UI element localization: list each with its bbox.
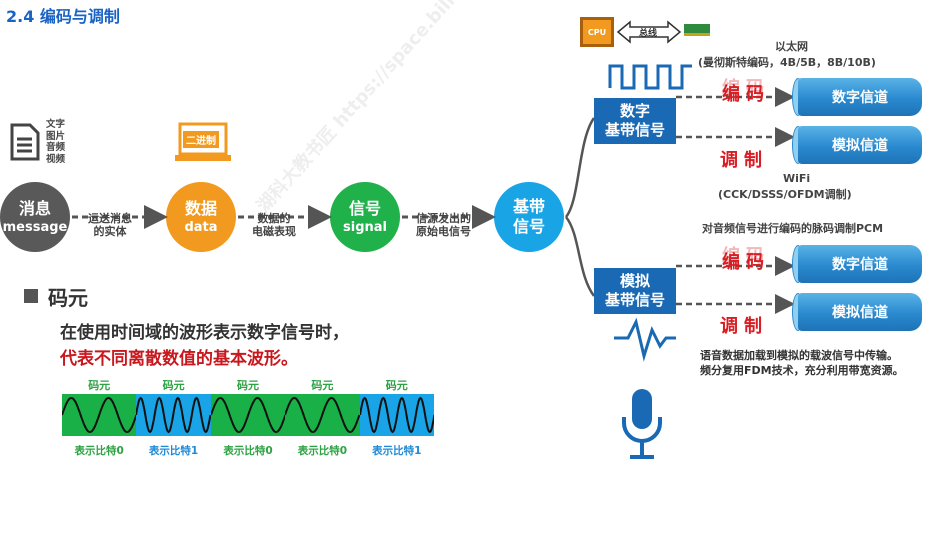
square-wave-icon [608, 64, 692, 90]
data-en: data [184, 219, 218, 235]
signal-zh: 信号 [348, 198, 381, 218]
analog-note: 语音数据加载到模拟的载波信号中传输。 频分复用FDM技术，充分利用带宽资源。 [700, 348, 904, 378]
digital-baseband-line1: 数字 [619, 102, 650, 120]
media-type-audio: 音频 [46, 142, 66, 153]
sine-wave [284, 396, 361, 434]
page-title: 2.4 编码与调制 [6, 7, 120, 26]
ram-icon [684, 24, 710, 36]
symbol-cell-title: 码元 [88, 379, 111, 392]
edge1-line2: 的实体 [93, 225, 127, 238]
symbol-cell-bit-label: 表示比特1 [148, 445, 199, 457]
edge2-line2: 电磁表现 [252, 225, 296, 238]
data-node: 数据 data [166, 182, 236, 252]
analog-note-line1: 语音数据加载到模拟的载波信号中传输。 [700, 349, 898, 362]
symbol-wave [284, 394, 361, 436]
symbol-heading: 码元 [48, 286, 88, 310]
wifi-detail: (CCK/DSSS/OFDM调制) [718, 188, 852, 201]
symbol-cell: 码元表示比特0 [284, 378, 361, 466]
sine-wave [209, 396, 287, 434]
cpu-icon: CPU [580, 17, 614, 47]
sine-wave [135, 396, 212, 434]
baseband-node: 基带 信号 [494, 182, 564, 252]
ethernet-detail: (曼彻斯特编码，4B/5B，8B/10B) [698, 56, 876, 69]
edge2-line1: 数据的 [257, 212, 291, 225]
symbol-desc-line1: 在使用时间域的波形表示数字信号时， [60, 323, 349, 343]
analog-baseband-line1: 模拟 [619, 272, 650, 290]
symbol-cell-bit-label: 表示比特1 [372, 445, 422, 457]
sine-wave [358, 396, 435, 434]
encode-label-top: 编码 [722, 84, 770, 105]
symbol-wave [135, 394, 212, 436]
symbol-cell-bit-label: 表示比特0 [223, 445, 273, 457]
signal-en: signal [343, 219, 387, 235]
ethernet-label: 以太网 [775, 40, 808, 53]
sine-wave [61, 396, 138, 434]
symbol-desc-line2: 代表不同离散数值的基本波形。 [60, 349, 298, 369]
encode-label-bottom: 编码 [722, 252, 770, 273]
document-icon [10, 123, 40, 165]
digital-baseband-box: 数字 基带信号 [594, 98, 676, 144]
digital-channel-top: 数字信道 [798, 78, 922, 116]
message-en: message [2, 219, 68, 235]
digital-channel-bottom: 数字信道 [798, 245, 922, 283]
baseband-line1: 基带 [512, 197, 545, 216]
signal-node: 信号 signal [330, 182, 400, 252]
analog-note-line2: 频分复用FDM技术，充分利用带宽资源。 [700, 364, 904, 377]
data-zh: 数据 [184, 198, 217, 218]
edge3-line1: 信源发出的 [416, 212, 471, 225]
analog-wave-icon [614, 317, 676, 362]
media-type-list: 文字 图片 音频 视频 [46, 119, 65, 165]
wifi-label: WiFi [783, 172, 811, 185]
edge-label-message-data: 运送消息 的实体 [88, 212, 132, 238]
symbol-cell: 码元表示比特1 [135, 378, 212, 466]
encode-label-shadow-top: 编码 [722, 78, 770, 99]
edge3-line2: 原始电信号 [416, 225, 471, 238]
symbol-cell-title: 码元 [311, 379, 334, 392]
edge-label-signal-baseband: 信源发出的 原始电信号 [416, 212, 471, 238]
symbol-cell: 码元表示比特1 [358, 378, 435, 466]
media-type-image: 图片 [46, 130, 66, 142]
bus-arrow [616, 20, 682, 44]
bus-label: 总线 [639, 29, 658, 39]
pcm-note: 对音频信号进行编码的脉码调制PCM [702, 222, 884, 235]
symbol-cell: 码元表示比特0 [209, 378, 287, 466]
symbol-wave [61, 394, 138, 436]
symbol-cell-bit-label: 表示比特0 [297, 445, 348, 457]
symbol-cell-title: 码元 [385, 379, 408, 392]
edge1-line1: 运送消息 [88, 212, 132, 225]
laptop-label: 二进制 [183, 131, 219, 148]
baseband-line2: 信号 [512, 217, 545, 236]
digital-baseband-line2: 基带信号 [604, 121, 665, 139]
message-zh: 消息 [18, 198, 51, 218]
analog-baseband-line2: 基带信号 [604, 291, 665, 309]
encode-label-shadow-bottom: 编码 [722, 246, 770, 267]
symbol-wave [209, 394, 287, 436]
media-type-video: 视频 [46, 153, 66, 165]
analog-channel-bottom: 模拟信道 [798, 293, 922, 331]
symbol-cell: 码元表示比特0 [61, 378, 138, 466]
analog-channel-top: 模拟信道 [798, 126, 922, 164]
symbol-wave [358, 394, 435, 436]
cpu-label: CPU [587, 27, 607, 37]
modulate-label-top: 调制 [720, 150, 768, 171]
section-bullet [24, 289, 38, 303]
modulate-label-bottom: 调制 [720, 316, 768, 337]
symbol-cell-title: 码元 [162, 379, 185, 392]
symbol-cell-bit-label: 表示比特0 [74, 445, 124, 457]
edge-label-data-signal: 数据的 电磁表现 [252, 212, 296, 238]
symbol-cell-title: 码元 [236, 379, 259, 392]
analog-baseband-box: 模拟 基带信号 [594, 268, 676, 314]
microphone-icon [618, 385, 666, 469]
media-type-text: 文字 [46, 119, 66, 130]
message-node: 消息 message [0, 182, 70, 252]
branch-bracket [564, 117, 596, 297]
